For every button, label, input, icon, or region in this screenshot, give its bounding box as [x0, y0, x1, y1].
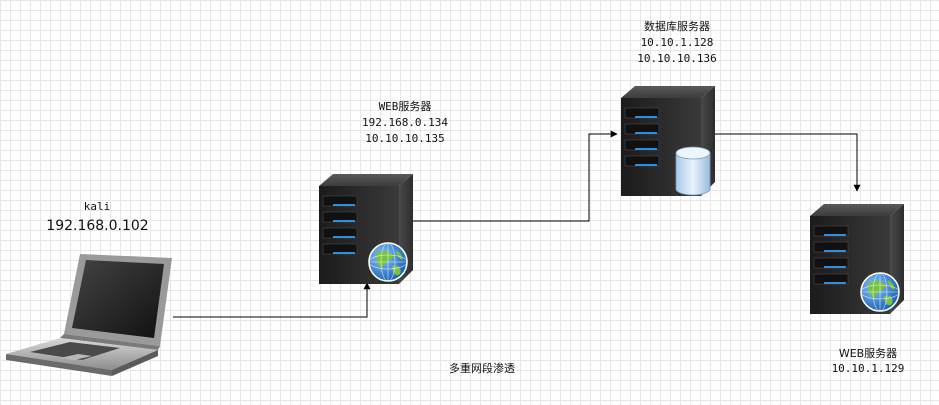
database-cylinder-icon [675, 146, 711, 196]
web1-ip-label: 10.10.10.135 [365, 132, 445, 145]
globe-icon [368, 242, 408, 282]
laptop-icon [6, 254, 172, 376]
edge-kali-to-web1 [173, 282, 371, 318]
web2-name-label: WEB服务器 [838, 347, 898, 360]
kali-ip-label: 192.168.0.102 [46, 218, 149, 234]
globe-icon [860, 272, 900, 312]
edge-web1-to-db [411, 130, 618, 222]
web1-ip-label: 192.168.0.134 [361, 116, 449, 129]
db-name-label: 数据库服务器 [644, 20, 710, 33]
web2-ip-label: 10.10.1.129 [831, 362, 905, 375]
db-ip-label: 10.10.10.136 [637, 52, 717, 65]
diagram-caption: 多重网段渗透 [449, 362, 515, 375]
kali-name-label: kali [83, 200, 111, 213]
db-ip-label: 10.10.1.128 [640, 36, 714, 49]
web1-name-label: WEB服务器 [378, 100, 432, 113]
edge-db-to-web2 [715, 133, 861, 192]
